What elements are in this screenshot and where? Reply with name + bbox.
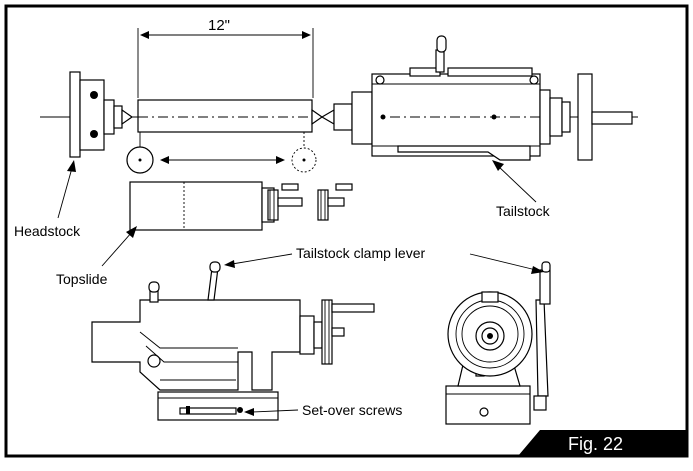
clamp-lever-label: Tailstock clamp lever xyxy=(296,245,425,261)
tailstock-end-view xyxy=(445,261,551,425)
dimension-label: 12" xyxy=(208,17,230,34)
tailstock-drawing xyxy=(320,35,633,161)
topslide-drawing xyxy=(129,181,353,231)
headstock-label: Headstock xyxy=(14,223,81,239)
dial-indicators xyxy=(126,132,317,174)
figure-number-label: Fig. 22 xyxy=(568,434,623,454)
headstock-drawing xyxy=(69,71,134,158)
topslide-label: Topslide xyxy=(56,271,108,287)
figure-border xyxy=(4,4,689,458)
figure-number-tab: Fig. 22 xyxy=(518,430,687,456)
leader-lines xyxy=(57,160,544,416)
lathe-top-view: 12" xyxy=(40,17,638,231)
tailstock-side-view xyxy=(91,261,375,421)
workpiece-drawing xyxy=(137,99,324,133)
set-over-screws-label: Set-over screws xyxy=(302,402,402,418)
length-dimension: 12" xyxy=(137,17,314,98)
tailstock-label: Tailstock xyxy=(496,203,551,219)
